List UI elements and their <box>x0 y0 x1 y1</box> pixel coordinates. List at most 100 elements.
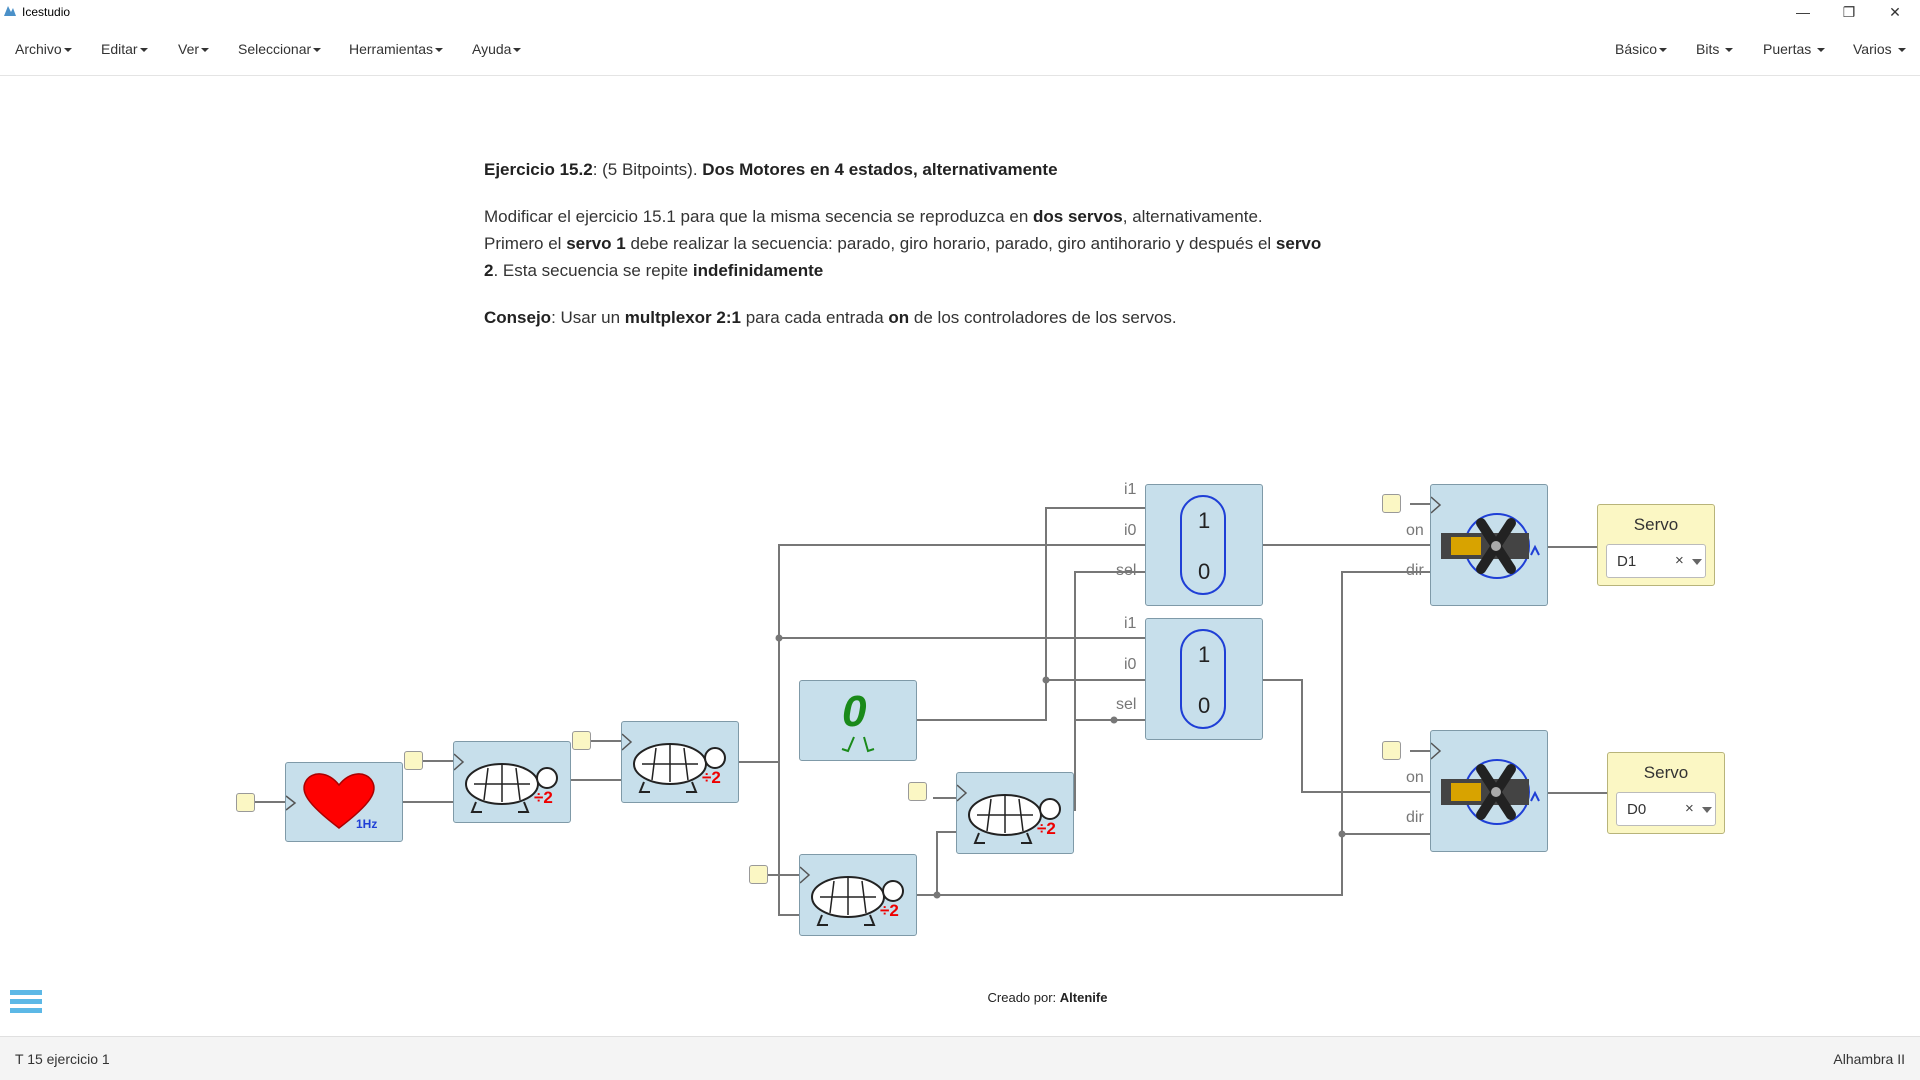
mux-symbol <box>1180 495 1226 595</box>
port-label-sel: sel <box>1116 696 1137 713</box>
heart-icon <box>286 773 375 829</box>
pin-value: D0 <box>1627 801 1647 818</box>
menu-puertas[interactable]: Puertas <box>1763 41 1826 57</box>
port-label-on: on <box>1406 769 1424 786</box>
caret-down-icon <box>63 48 72 53</box>
divider-label: ÷2 <box>1037 819 1056 838</box>
turtle-icon <box>622 733 726 793</box>
menu-editar[interactable]: Editar <box>101 41 148 57</box>
port-label-on: on <box>1406 522 1424 539</box>
turtle-icon <box>800 866 904 926</box>
port-label-i0: i0 <box>1124 522 1137 539</box>
hamburger-menu-icon[interactable] <box>10 990 42 1020</box>
project-name: T 15 ejercicio 1 <box>15 1051 110 1067</box>
clear-icon[interactable]: × <box>1685 800 1694 817</box>
turtle-icon <box>454 753 558 813</box>
board-name[interactable]: Alhambra II <box>1833 1051 1905 1067</box>
servo-title: Servo <box>1643 763 1689 782</box>
heartbeat-1hz-block[interactable]: 1Hz <box>285 762 403 842</box>
divider-label: ÷2 <box>880 901 899 920</box>
caret-down-icon <box>1659 48 1668 53</box>
divider-label: ÷2 <box>702 768 721 787</box>
caret-down-icon <box>1725 48 1734 53</box>
divider-block[interactable]: ÷2 <box>621 721 739 803</box>
title-bar: Icestudio — ❐ ✕ <box>0 0 1920 24</box>
input-pin[interactable] <box>1382 741 1401 760</box>
input-pin[interactable] <box>404 751 423 770</box>
input-pin[interactable] <box>908 782 927 801</box>
caret-down-icon <box>435 48 444 53</box>
dropdown-arrow-icon[interactable] <box>1692 559 1702 565</box>
caret-down-icon <box>139 48 148 53</box>
servo-controller-block[interactable] <box>1430 730 1548 852</box>
mux-input-1: 1 <box>1198 508 1211 533</box>
menu-archivo[interactable]: Archivo <box>15 41 72 57</box>
turtle-icon <box>957 784 1061 844</box>
mux-input-0: 0 <box>1198 559 1211 584</box>
servo-output-d1[interactable]: Servo D1 × <box>1597 504 1715 586</box>
caret-down-icon <box>201 48 210 53</box>
info-text-block: Ejercicio 15.2: (5 Bitpoints). Dos Motor… <box>484 156 1324 351</box>
port-label-dir: dir <box>1406 562 1424 579</box>
pin-value: D1 <box>1617 553 1637 570</box>
mux-block[interactable]: 1 0 <box>1145 618 1263 740</box>
divider-block[interactable]: ÷2 <box>956 772 1074 854</box>
servo-output-d0[interactable]: Servo D0 × <box>1607 752 1725 834</box>
caret-down-icon <box>1817 48 1826 53</box>
exercise-description: Modificar el ejercicio 15.1 para que la … <box>484 207 1322 280</box>
servo-title: Servo <box>1633 515 1679 534</box>
wires <box>254 503 1607 916</box>
frequency-label: 1Hz <box>356 817 378 831</box>
minimize-icon: — <box>1796 4 1810 20</box>
mux-symbol <box>1180 629 1226 729</box>
port-label-i1: i1 <box>1124 481 1137 498</box>
servo-controller-block[interactable] <box>1430 484 1548 606</box>
exercise-hint: Consejo: Usar un multplexor 2:1 para cad… <box>484 308 1177 327</box>
menu-ver[interactable]: Ver <box>178 41 210 57</box>
divider-block[interactable]: ÷2 <box>799 854 917 936</box>
menu-ayuda[interactable]: Ayuda <box>472 41 522 57</box>
menu-bar: Archivo Editar Ver Seleccionar Herramien… <box>0 24 1920 76</box>
port-label-i0: i0 <box>1124 656 1137 673</box>
minimize-button[interactable]: — <box>1780 0 1826 24</box>
window-title: Icestudio <box>22 5 71 19</box>
caret-down-icon <box>313 48 322 53</box>
constant-zero-block[interactable]: 0 <box>799 680 917 761</box>
input-pin[interactable] <box>749 865 768 884</box>
menu-basico[interactable]: Básico <box>1615 41 1668 57</box>
divider-block[interactable]: ÷2 <box>453 741 571 823</box>
menu-herramientas[interactable]: Herramientas <box>349 41 444 57</box>
clear-icon[interactable]: × <box>1675 552 1684 569</box>
servo-motor-icon <box>1431 742 1540 825</box>
pin-select[interactable]: D0 × <box>1616 792 1716 826</box>
menu-seleccionar[interactable]: Seleccionar <box>238 41 322 57</box>
icestudio-logo-icon <box>4 6 16 16</box>
constant-value: 0 <box>842 687 867 736</box>
port-label-sel: sel <box>1116 562 1137 579</box>
port-label-i1: i1 <box>1124 615 1137 632</box>
close-button[interactable]: ✕ <box>1872 0 1918 24</box>
caret-down-icon <box>1897 48 1906 53</box>
caret-down-icon <box>513 48 522 53</box>
input-pin[interactable] <box>572 731 591 750</box>
author-credit: Creado por: Altenife <box>987 990 1108 1005</box>
pin-select[interactable]: D1 × <box>1606 544 1706 578</box>
input-pin[interactable] <box>1382 494 1401 513</box>
circuit-canvas[interactable]: 1Hz ÷2 ÷2 ÷2 <box>0 400 1920 960</box>
status-bar: T 15 ejercicio 1 Alhambra II <box>0 1036 1920 1080</box>
mux-input-1: 1 <box>1198 642 1211 667</box>
restore-icon: ❐ <box>1842 3 1856 20</box>
dropdown-arrow-icon[interactable] <box>1702 807 1712 813</box>
exercise-title: Ejercicio 15.2: (5 Bitpoints). Dos Motor… <box>484 160 1058 179</box>
input-pin[interactable] <box>236 793 255 812</box>
port-label-dir: dir <box>1406 809 1424 826</box>
divider-label: ÷2 <box>534 788 553 807</box>
menu-bits[interactable]: Bits <box>1696 41 1734 57</box>
mux-block[interactable]: 1 0 <box>1145 484 1263 606</box>
menu-varios[interactable]: Varios <box>1853 41 1906 57</box>
mux-input-0: 0 <box>1198 693 1211 718</box>
legs-icon <box>841 736 875 753</box>
close-icon: ✕ <box>1889 3 1901 20</box>
servo-motor-icon <box>1431 496 1540 579</box>
restore-button[interactable]: ❐ <box>1826 0 1872 24</box>
